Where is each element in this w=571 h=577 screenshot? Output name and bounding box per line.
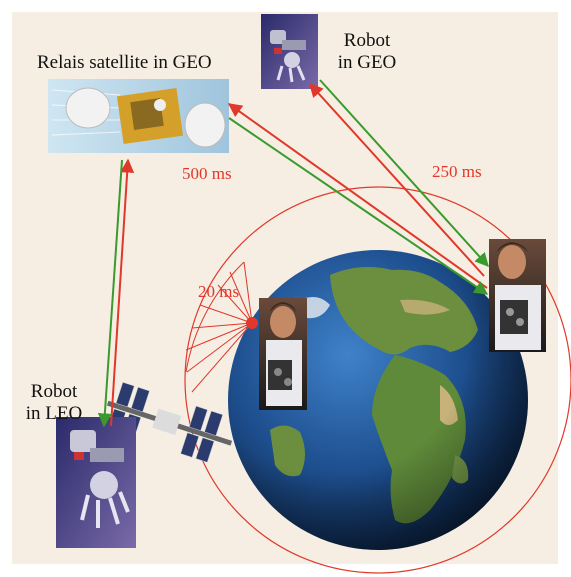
delay-500ms-label: 500 ms xyxy=(182,164,232,183)
robot-geo-label-line1: Robot xyxy=(343,30,391,51)
leo-origin-dot xyxy=(246,317,258,329)
robot-geo-image xyxy=(261,14,318,89)
delay-20ms-label: 20 ms xyxy=(198,282,240,301)
downlink-geo-to-ground xyxy=(319,79,489,268)
relay-satellite-image xyxy=(48,79,229,153)
robot-geo-label-line2: in GEO xyxy=(337,52,397,73)
operator-photo-leo xyxy=(259,298,307,410)
uplink-ground-to-sat xyxy=(227,103,488,289)
downlink-sat-to-ground xyxy=(228,117,489,295)
orbit-circle xyxy=(184,186,571,574)
operator-photo-ground xyxy=(489,239,546,352)
robot-leo-label-line1: Robot xyxy=(30,381,78,402)
downlink-sat-to-leo xyxy=(97,159,123,428)
uplink-ground-to-geo xyxy=(309,82,485,277)
leo-coverage-rays xyxy=(185,261,253,393)
delay-250ms-label: 250 ms xyxy=(432,162,482,181)
robot-leo-image xyxy=(56,417,136,548)
robot-leo-label-line2: in LEO xyxy=(25,403,83,424)
robot-leo-label: Robot in LEO xyxy=(18,381,90,425)
robot-geo-label: Robot in GEO xyxy=(328,30,406,74)
uplink-leo-to-sat xyxy=(110,158,135,427)
relay-satellite-label: Relais satellite in GEO xyxy=(37,52,212,73)
